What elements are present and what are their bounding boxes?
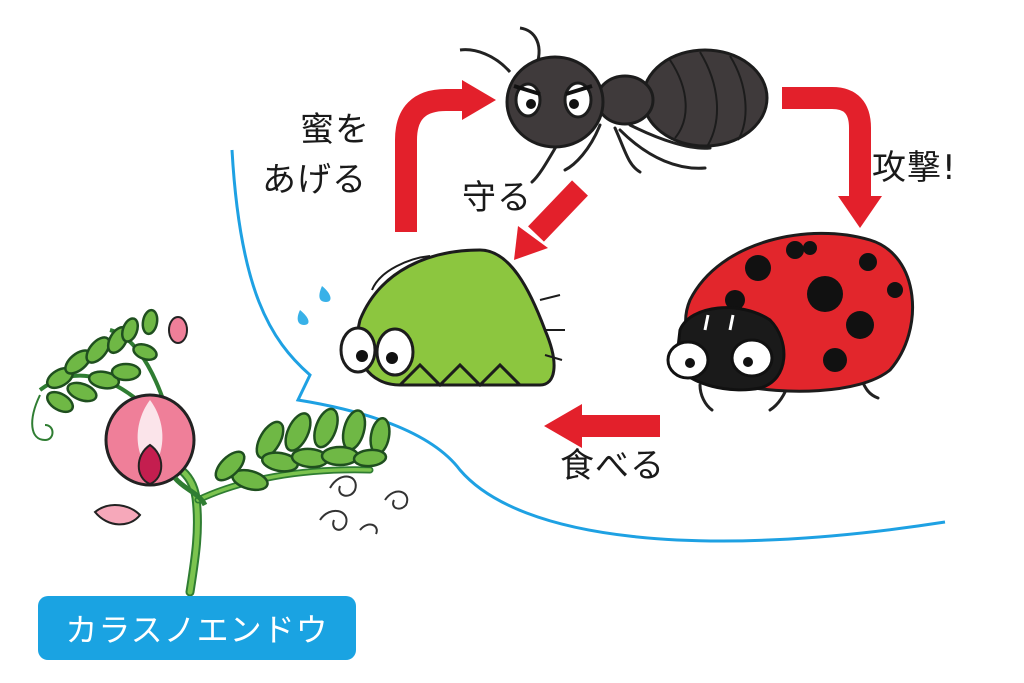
label-honey-line2: あげる	[262, 160, 367, 200]
plant-name-badge: カラスノエンドウ	[38, 596, 356, 660]
label-attack: 攻撃!	[872, 148, 957, 188]
arrowhead-eat	[544, 404, 582, 448]
flower	[104, 393, 208, 507]
arrow-protect	[528, 180, 588, 242]
leaflet	[255, 420, 285, 460]
leaflet	[313, 407, 339, 449]
leaflet	[341, 409, 367, 451]
leaflet	[45, 390, 75, 414]
ant-illustration	[459, 26, 769, 184]
leaflet	[320, 445, 360, 467]
label-protect: 守る	[462, 178, 532, 218]
label-eat: 食べる	[560, 446, 665, 486]
leaflet	[120, 317, 140, 343]
arrowhead-attack	[838, 196, 882, 228]
plant-boundary-curve	[230, 149, 946, 543]
leaflet	[352, 448, 388, 468]
relation-arrows	[395, 80, 882, 448]
label-honey-line1: 蜜を	[300, 110, 370, 150]
ladybug-illustration	[666, 231, 915, 412]
plant-name: カラスノエンドウ	[65, 611, 329, 649]
arrow-honey	[395, 89, 462, 232]
arrow-attack	[782, 87, 871, 196]
leaflet	[132, 342, 158, 362]
leaflet	[66, 381, 98, 403]
arrowhead-protect	[514, 226, 548, 260]
arrowhead-honey	[462, 80, 496, 120]
leaflet	[85, 336, 111, 364]
leaflet	[87, 370, 121, 390]
leaflet	[141, 308, 159, 336]
aphid-illustration	[297, 248, 565, 388]
leaflet	[284, 412, 312, 452]
vetch-plant-illustration	[31, 308, 409, 597]
leaflet	[214, 450, 246, 482]
leaflet	[110, 362, 142, 382]
